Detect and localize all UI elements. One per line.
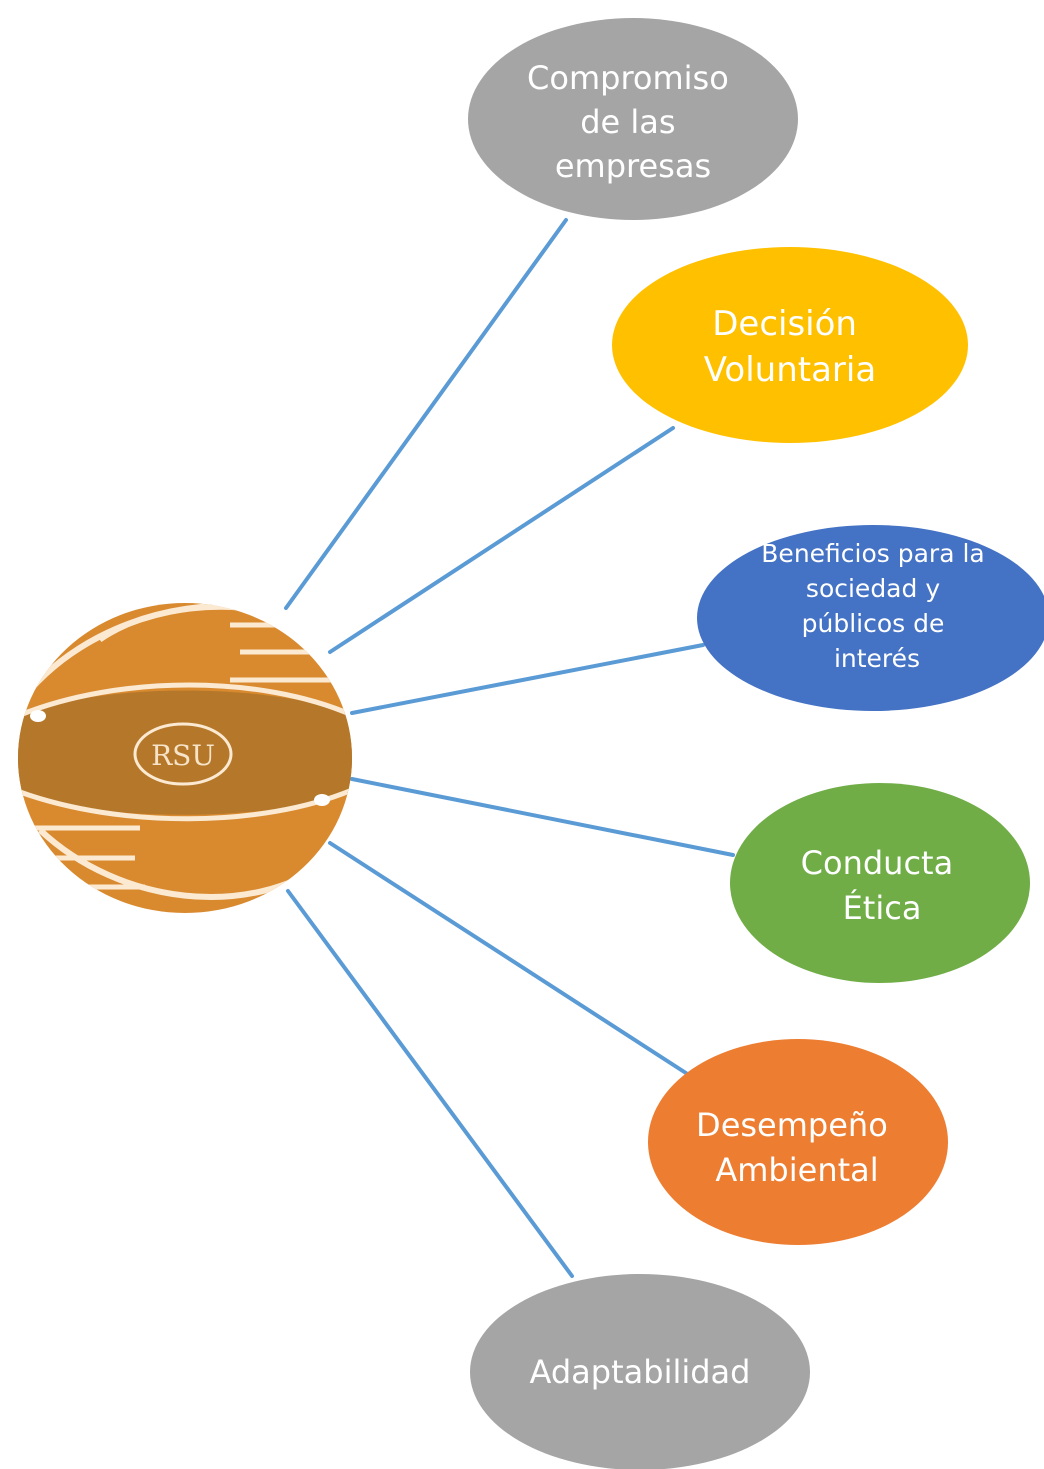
node-beneficios-line: interés bbox=[834, 644, 920, 673]
node-conducta-line: Ética bbox=[843, 889, 922, 927]
node-decision-line: Decisión bbox=[712, 304, 857, 344]
rsu-seal-ring bbox=[133, 722, 233, 786]
connectors bbox=[284, 218, 735, 1278]
node-decision-label: Decisión Voluntaria bbox=[704, 304, 876, 390]
node-compromiso-bubble bbox=[468, 18, 798, 220]
node-compromiso: Compromiso de las empresas bbox=[468, 18, 798, 220]
node-beneficios-bubble bbox=[697, 525, 1044, 711]
node-decision-bubble bbox=[612, 247, 968, 443]
connector-conducta bbox=[350, 777, 735, 857]
connector-compromiso bbox=[284, 218, 568, 610]
node-adaptabilidad-label: Adaptabilidad bbox=[530, 1353, 751, 1391]
node-conducta-line: Conducta bbox=[801, 844, 954, 882]
node-desempeno: Desempeño Ambiental bbox=[648, 1039, 948, 1245]
node-beneficios-line: públicos de bbox=[802, 609, 945, 638]
node-compromiso-line: de las bbox=[580, 103, 675, 141]
node-beneficios-line: Beneficios para la bbox=[761, 539, 984, 568]
connector-decision bbox=[328, 426, 675, 654]
node-adaptabilidad-line: Adaptabilidad bbox=[530, 1353, 751, 1391]
connector-desempeno bbox=[328, 841, 691, 1077]
node-desempeno-label: Desempeño Ambiental bbox=[696, 1106, 898, 1189]
node-desempeno-line: Desempeño bbox=[696, 1106, 888, 1144]
connector-beneficios bbox=[350, 643, 705, 715]
node-desempeno-bubble bbox=[648, 1039, 948, 1245]
node-beneficios: Beneficios para la sociedad y públicos d… bbox=[697, 525, 1044, 711]
connector-adaptabilidad bbox=[286, 889, 574, 1278]
node-beneficios-line: sociedad y bbox=[806, 574, 940, 603]
node-decision-line: Voluntaria bbox=[704, 350, 876, 390]
node-compromiso-line: empresas bbox=[555, 147, 711, 185]
node-conducta-label: Conducta Ética bbox=[801, 844, 964, 927]
rsu-logo-text: RSU bbox=[151, 739, 215, 772]
node-adaptabilidad: Adaptabilidad bbox=[470, 1274, 810, 1469]
node-compromiso-label: Compromiso de las empresas bbox=[527, 59, 739, 185]
node-conducta-bubble bbox=[730, 783, 1030, 983]
node-adaptabilidad-bubble bbox=[470, 1274, 810, 1469]
node-compromiso-line: Compromiso bbox=[527, 59, 729, 97]
node-decision: Decisión Voluntaria bbox=[612, 247, 968, 443]
node-beneficios-label: Beneficios para la sociedad y públicos d… bbox=[761, 539, 992, 673]
rsu-hub: RSU bbox=[18, 603, 352, 913]
node-conducta: Conducta Ética bbox=[730, 783, 1030, 983]
node-desempeno-line: Ambiental bbox=[715, 1151, 878, 1189]
